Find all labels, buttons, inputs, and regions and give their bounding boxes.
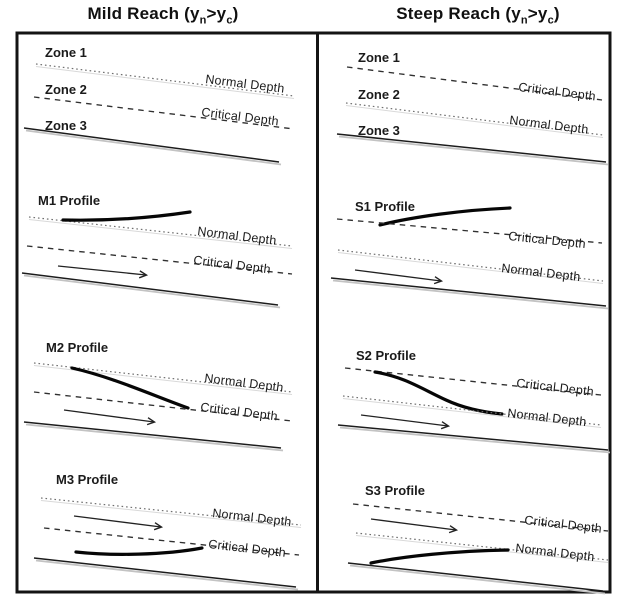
normal-depth-label: Normal Depth — [212, 506, 293, 529]
steep-title-sub-n: n — [520, 14, 528, 27]
critical-depth-label: Critical Depth — [524, 513, 603, 536]
critical-depth-line — [352, 503, 609, 532]
normal-depth-label: Normal Depth — [507, 406, 588, 429]
critical-depth-line — [344, 367, 602, 396]
channel-bed-line — [21, 272, 279, 306]
normal-depth-line — [35, 63, 295, 97]
channel-bed-line — [336, 133, 607, 163]
s3-water-surface-curve — [369, 548, 510, 565]
critical-depth-line — [33, 96, 295, 130]
normal-depth-label: Normal Depth — [204, 371, 285, 395]
channel-bed-shadow — [25, 129, 282, 166]
m1-water-surface-curve — [61, 210, 192, 222]
mild-title-sub-c: c — [226, 14, 233, 27]
normal-depth-label: Normal Depth — [509, 113, 590, 137]
channel-bed-line — [347, 562, 604, 592]
zone-2-label: Zone 2 — [45, 82, 87, 97]
channel-bed-shadow — [25, 423, 284, 452]
zone-3-label: Zone 3 — [45, 118, 87, 133]
critical-depth-line — [346, 66, 603, 101]
mild-panel: Zone 1 Normal Depth Zone 2 Critical Dept… — [21, 45, 302, 591]
normal-depth-label: Normal Depth — [515, 541, 596, 564]
flow-direction-arrow — [73, 515, 164, 531]
m1-profile-label: M1 Profile — [38, 193, 100, 208]
normal-depth-line — [40, 497, 302, 526]
critical-depth-line — [33, 391, 293, 422]
channel-bed-shadow — [23, 274, 281, 309]
channel-bed-shadow — [349, 564, 606, 595]
normal-depth-label: Normal Depth — [197, 224, 278, 248]
channel-bed-shadow — [332, 279, 609, 310]
m3-water-surface-curve — [74, 546, 204, 556]
normal-depth-line-shadow — [35, 66, 295, 99]
m1-profile-section: M1 Profile Normal Depth Critical Depth — [21, 193, 293, 309]
normal-depth-line-shadow — [40, 500, 302, 528]
steep-panel: Zone 1 Critical Depth Zone 2 Normal Dept… — [330, 50, 611, 595]
critical-depth-label: Critical Depth — [516, 376, 595, 399]
flow-direction-arrow — [63, 409, 157, 426]
normal-depth-line-shadow — [337, 252, 604, 284]
steep-reach-title: Steep Reach (yn>yc) — [396, 4, 560, 26]
m2-profile-section: M2 Profile Normal Depth Critical Depth — [23, 340, 293, 452]
normal-depth-line — [342, 395, 602, 426]
steep-title-close: ) — [553, 4, 560, 23]
normal-depth-line-shadow — [28, 219, 293, 249]
channel-bed-line — [23, 421, 282, 449]
s1-water-surface-curve — [378, 206, 512, 227]
steep-title-comparison: >y — [527, 4, 548, 23]
s3-profile-section: S3 Profile Critical Depth Normal Depth — [347, 483, 609, 595]
critical-depth-line — [43, 527, 300, 556]
mild-title-close: ) — [232, 4, 239, 23]
s2-water-surface-curve — [373, 370, 504, 416]
channel-bed-line — [23, 127, 280, 163]
zone-3-label: Zone 3 — [358, 123, 400, 138]
critical-depth-label: Critical Depth — [201, 105, 280, 128]
mild-title-text: Mild Reach (y — [87, 4, 200, 23]
normal-depth-line — [33, 362, 293, 393]
channel-bed-shadow — [35, 559, 299, 591]
m3-profile-label: M3 Profile — [56, 472, 118, 487]
critical-depth-label: Critical Depth — [518, 80, 597, 103]
s2-profile-section: S2 Profile Critical Depth Normal Depth — [337, 348, 611, 454]
critical-depth-label: Critical Depth — [208, 537, 287, 560]
mild-title-comparison: >y — [206, 4, 227, 23]
channel-bed-line — [330, 277, 607, 307]
flow-direction-arrow — [370, 518, 459, 534]
m3-profile-section: M3 Profile Normal Depth Critical Depth — [33, 472, 302, 591]
figure-border — [15, 31, 612, 594]
flow-direction-arrow — [57, 265, 149, 279]
critical-depth-line — [26, 245, 293, 275]
steep-title-sub-c: c — [547, 14, 554, 27]
mild-title-sub-n: n — [199, 14, 207, 27]
zone-1-label: Zone 1 — [358, 50, 400, 65]
mild-zones-section: Zone 1 Normal Depth Zone 2 Critical Dept… — [23, 45, 295, 166]
critical-depth-label: Critical Depth — [508, 229, 587, 251]
steep-zones-section: Zone 1 Critical Depth Zone 2 Normal Dept… — [336, 50, 609, 166]
s1-profile-section: S1 Profile Critical Depth Normal Depth — [330, 199, 609, 310]
zone-1-label: Zone 1 — [45, 45, 87, 60]
flow-direction-arrow — [360, 414, 451, 430]
s2-profile-label: S2 Profile — [356, 348, 416, 363]
steep-title-text: Steep Reach (y — [396, 4, 521, 23]
critical-depth-line — [336, 218, 603, 244]
normal-depth-line-shadow — [345, 105, 604, 138]
channel-bed-line — [33, 557, 297, 588]
channel-bed-shadow — [338, 135, 609, 166]
mild-reach-title: Mild Reach (yn>yc) — [87, 4, 238, 26]
m2-water-surface-curve — [70, 366, 190, 410]
flow-direction-arrow — [354, 269, 444, 285]
normal-depth-line-shadow — [342, 398, 602, 428]
s1-profile-label: S1 Profile — [355, 199, 415, 214]
normal-depth-line-shadow — [355, 535, 609, 563]
zone-2-label: Zone 2 — [358, 87, 400, 102]
s3-profile-label: S3 Profile — [365, 483, 425, 498]
m2-profile-label: M2 Profile — [46, 340, 108, 355]
channel-bed-line — [337, 424, 609, 451]
channel-bed-shadow — [339, 426, 611, 454]
critical-depth-label: Critical Depth — [193, 253, 272, 276]
critical-depth-label: Critical Depth — [200, 400, 279, 423]
normal-depth-label: Normal Depth — [501, 261, 582, 284]
normal-depth-line — [355, 532, 609, 561]
